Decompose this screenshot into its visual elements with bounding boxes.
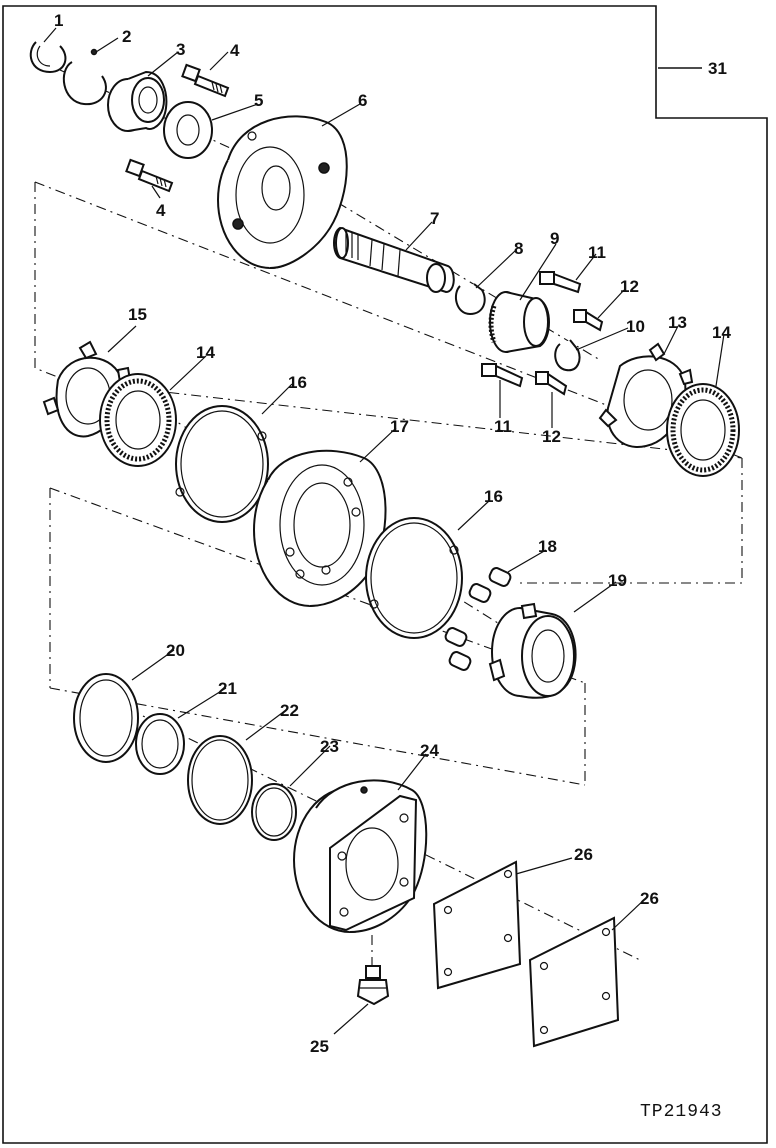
callout-18: 18 xyxy=(538,537,557,556)
callout-26b: 26 xyxy=(640,889,659,908)
diagram-frame xyxy=(2,5,768,1144)
callout-15: 15 xyxy=(128,305,147,324)
callout-19: 19 xyxy=(608,571,627,590)
callout-24: 24 xyxy=(420,741,439,760)
part-22-seal xyxy=(187,735,253,825)
callout-10: 10 xyxy=(626,317,645,336)
part-6-housing xyxy=(217,115,348,269)
callout-16a: 16 xyxy=(288,373,307,392)
callout-4b: 4 xyxy=(156,201,166,220)
part-11-bolt-upper xyxy=(539,271,582,294)
callout-4a: 4 xyxy=(230,41,240,60)
callout-3: 3 xyxy=(176,40,185,59)
callout-20: 20 xyxy=(166,641,185,660)
part-1-snap-ring xyxy=(29,41,67,74)
part-7-shaft xyxy=(333,226,455,294)
callout-26a: 26 xyxy=(574,845,593,864)
callout-31: 31 xyxy=(708,59,727,78)
callout-14a: 14 xyxy=(196,343,215,362)
callout-23: 23 xyxy=(320,737,339,756)
part-19-cylinder xyxy=(488,602,577,699)
callout-21: 21 xyxy=(218,679,237,698)
part-3-bearing xyxy=(107,70,168,132)
callout-labels: 1 2 3 4 4 5 6 7 8 9 10 11 11 12 12 13 14… xyxy=(54,11,731,1056)
part-4-bolt-upper xyxy=(181,63,230,98)
callout-12a: 12 xyxy=(620,277,639,296)
callout-2: 2 xyxy=(122,27,131,46)
callout-1: 1 xyxy=(54,11,63,30)
callout-17: 17 xyxy=(390,417,409,436)
callout-6: 6 xyxy=(358,91,367,110)
part-26-plate-lower xyxy=(528,916,620,1048)
part-21-ring xyxy=(135,713,185,775)
part-16-ring-upper xyxy=(175,405,269,523)
part-24-cover xyxy=(293,779,428,933)
part-12-stud-lower xyxy=(535,371,568,396)
callout-11b: 11 xyxy=(494,417,512,436)
part-4-bolt-lower xyxy=(125,158,174,193)
callout-14b: 14 xyxy=(712,323,731,342)
part-25-fitting xyxy=(356,965,390,1006)
reference-code: TP21943 xyxy=(640,1102,723,1122)
part-8-snap-ring xyxy=(454,283,486,316)
callout-5: 5 xyxy=(254,91,263,110)
callout-12b: 12 xyxy=(542,427,561,446)
part-14-friction-disc-right xyxy=(666,383,740,477)
callout-9: 9 xyxy=(550,229,559,248)
callout-25: 25 xyxy=(310,1037,329,1056)
callout-leaders xyxy=(43,27,725,1035)
part-2-retaining-ring xyxy=(63,48,107,106)
callout-8: 8 xyxy=(514,239,523,258)
callout-13: 13 xyxy=(668,313,687,332)
part-14-friction-disc-left xyxy=(99,373,177,467)
part-26-plate-upper xyxy=(432,860,522,990)
part-20-ring xyxy=(73,673,139,763)
callout-11a: 11 xyxy=(588,243,606,262)
part-9-gear xyxy=(488,291,550,353)
part-11-bolt-lower xyxy=(481,363,524,388)
part-18-springs xyxy=(444,567,512,671)
part-10-snap-ring xyxy=(554,339,581,372)
part-5-washer xyxy=(163,101,213,159)
callout-7: 7 xyxy=(430,209,439,228)
part-23-seal xyxy=(251,783,297,841)
callout-16b: 16 xyxy=(484,487,503,506)
part-16-ring-lower xyxy=(365,517,463,639)
part-12-stud-upper xyxy=(573,309,604,332)
callout-22: 22 xyxy=(280,701,299,720)
part-17-piston-housing xyxy=(253,449,387,607)
